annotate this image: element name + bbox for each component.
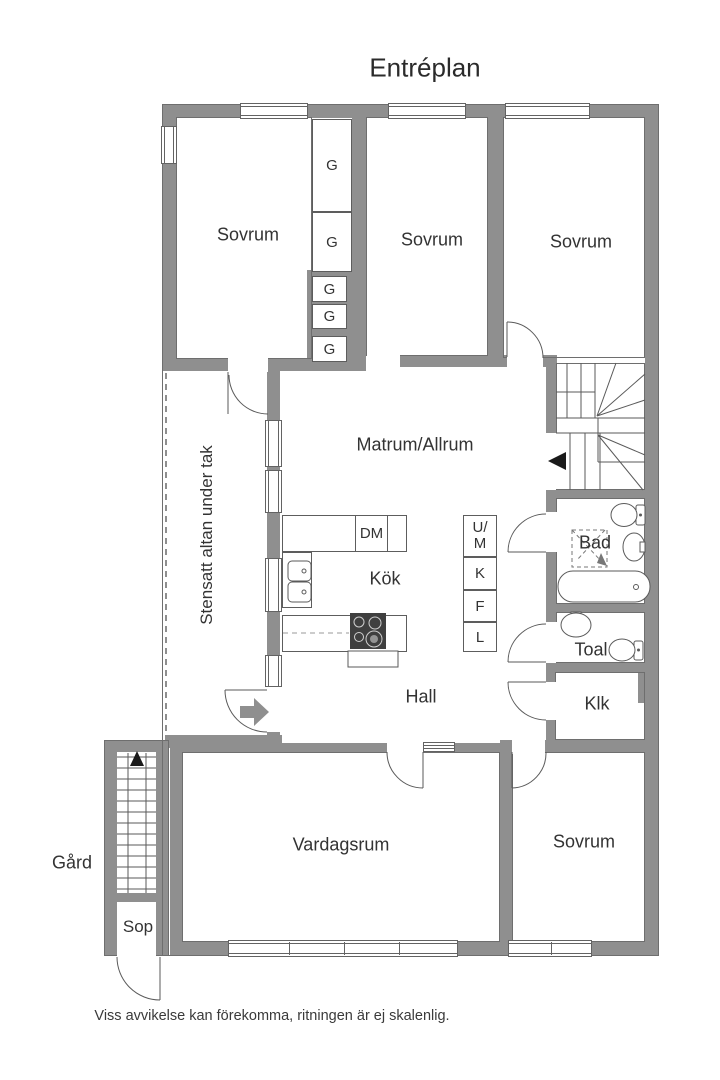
door-arc [507,681,547,721]
closet-box: G [312,304,347,329]
dishwasher-box: DM [355,515,388,552]
window [161,126,177,164]
window [265,655,282,687]
wall-segment [500,740,512,942]
wall-segment [267,371,280,420]
washbasin-icon [622,532,646,562]
wall-segment [645,105,658,955]
wall-segment [165,735,282,748]
wall-segment [267,513,280,558]
closet-box: G [312,212,352,272]
wall-segment [546,498,556,512]
room-label-klk: Klk [584,693,610,714]
door-arc [511,751,547,789]
kitchen-counter [282,515,407,552]
window-mullion [344,942,345,955]
room-label-sovrum-2: Sovrum [400,229,464,250]
appliance-box-linen: L [463,622,497,652]
wall-segment [267,612,280,655]
bathroom-fixtures [557,503,651,662]
door-arc [224,689,268,733]
room-label-sovrum-3: Sovrum [549,231,613,252]
appliance-box-fridge: K [463,557,497,590]
window [265,558,282,612]
wall-segment [163,358,228,371]
window-mullion [551,942,552,955]
appliance-box-freezer: F [463,590,497,622]
entry-arrow-icon [240,698,269,726]
wall-segment [546,363,556,433]
wall-segment [546,612,556,622]
wall-segment [267,732,280,738]
opening-erasers [117,354,557,957]
exterior-staircase [117,751,156,893]
room-label-altan: Stensatt altan under tak [197,445,216,625]
closet-box: G [312,276,347,302]
window [265,420,282,467]
wall-segment [170,745,182,942]
room-label-sovrum-1: Sovrum [216,224,280,245]
disclaimer-text: Viss avvikelse kan förekomma, ritningen … [94,1008,450,1024]
wall-segment [352,118,366,371]
kitchen-counter [282,552,312,608]
window [423,742,455,752]
door-arc [507,513,547,553]
stairs-up-arrow-icon [130,751,144,766]
toilet-icon [608,638,644,662]
wall-segment [546,552,556,604]
wall-segment [546,663,645,672]
wall-segment [156,946,168,955]
room-label-sovrum-4: Sovrum [552,831,616,852]
wall-segment [156,740,168,895]
washbasin-icon [560,611,592,638]
room-label-matrum: Matrum/Allrum [356,434,474,455]
door-arc [506,321,544,359]
room-label-toal: Toal [574,639,608,660]
window [265,470,282,513]
appliance-box-oven-micro: U/M [463,515,497,557]
wall-segment [546,604,645,612]
wall-segment [638,670,658,703]
room-label-bad: Bad [578,532,612,553]
room-label-sop: Sop [122,917,154,936]
closet-box: G [312,119,352,212]
wall-segment [546,720,555,742]
room-label-gard: Gård [51,852,93,873]
room-label-kok: Kök [369,568,401,589]
wall-segment [545,740,658,752]
room-label-hall: Hall [405,686,437,707]
window [508,940,592,957]
wall-segment [268,358,312,371]
staircase [548,362,646,491]
kitchen-counter [282,615,407,652]
plan-title: Entréplan [369,52,481,83]
wall-segment [546,672,555,682]
closet-box: G [312,336,347,362]
wall-segment [488,118,503,367]
window [228,940,458,957]
bathtub-icon [557,570,651,603]
room-label-vardagsrum: Vardagsrum [292,834,390,855]
window [505,103,590,119]
door-arc [116,956,161,1001]
wall-segment [546,490,645,498]
window [388,103,466,119]
window [240,103,308,119]
stairs-direction-arrow-icon [548,452,566,470]
door-arc [507,623,547,663]
door-arc [386,751,424,789]
wall-segment [455,743,500,752]
wall-segment [105,946,117,955]
wall-segment [400,355,507,367]
window-mullion [399,942,400,955]
wall-segment [105,740,117,955]
window-mullion [289,942,290,955]
door-arc [227,372,269,415]
toilet-icon [610,503,646,527]
oven-box [347,650,399,668]
